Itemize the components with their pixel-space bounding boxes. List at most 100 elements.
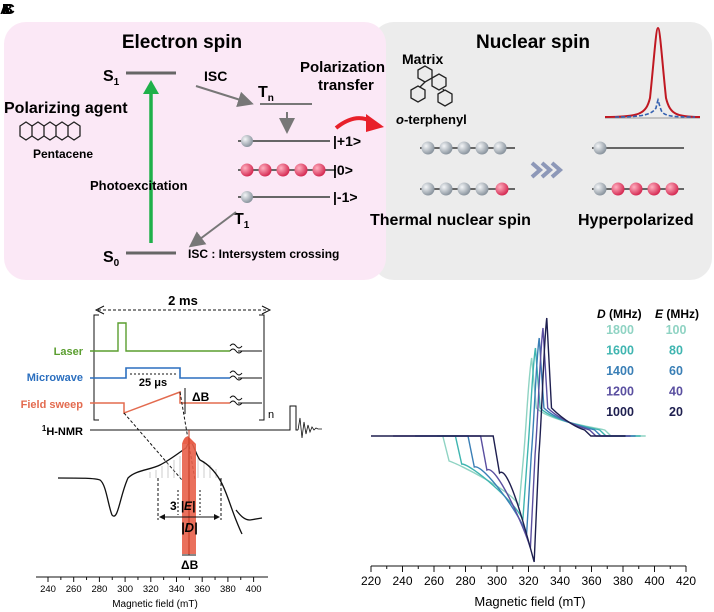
repeat-bracket-right (259, 314, 265, 421)
panel-b-tick-label: 260 (66, 584, 82, 595)
legend-header-d: D (MHz) (597, 307, 642, 321)
three-e-label: 3|E| (170, 499, 195, 513)
legend-d-value: 1600 (606, 344, 634, 358)
hyperpolarized-label: Hyperpolarized (578, 212, 694, 229)
electron-spin-title: Electron spin (122, 32, 242, 53)
polarization-label: Polarization (300, 59, 385, 76)
microwave-trace (90, 367, 230, 379)
period-label: 2 ms (168, 293, 198, 308)
epr-curve-1200 (393, 327, 631, 549)
pentacene-label: Pentacene (33, 147, 93, 161)
legend-d-value: 1000 (606, 405, 634, 419)
guide-line-left (123, 412, 183, 481)
photoexcitation-arrowhead (143, 80, 159, 94)
panel-b-tick-label: 300 (117, 584, 133, 595)
chevron-arrows-icon (530, 161, 564, 179)
panel-letter-a: A (0, 1, 11, 18)
d-label: |D| (181, 520, 198, 535)
isc-arrow-lower (188, 211, 237, 248)
panel-c-curves (371, 317, 646, 563)
field-sweep-trace (90, 390, 230, 415)
laser-trace (90, 322, 230, 352)
isc-definition: ISC : Intersystem crossing (188, 247, 339, 261)
s0-label: S0 (103, 249, 120, 269)
legend-e-value: 80 (669, 344, 683, 358)
panel-b-tick-label: 340 (169, 584, 185, 595)
photoexcitation-label: Photoexcitation (90, 178, 188, 193)
nuclear-spin-background (372, 22, 712, 280)
panel-c-tick-label: 220 (361, 574, 381, 588)
epr-spectrum (57, 439, 263, 535)
panel-c-tick-label: 420 (676, 574, 696, 588)
panel-b-tick-label: 380 (220, 584, 236, 595)
epr-curve-1800 (441, 357, 646, 507)
nmr-peak-inset (604, 26, 701, 119)
repeat-n-label: n (268, 409, 274, 421)
fid-signal (297, 417, 322, 439)
t1-label: T1 (234, 211, 250, 231)
nuclear-spin-title: Nuclear spin (476, 32, 590, 53)
thermal-label: Thermal nuclear spin (370, 212, 531, 229)
legend-e-value: 100 (666, 323, 687, 337)
panel-b-tick-label: 400 (246, 584, 262, 595)
hyperpolarized-row-1 (592, 141, 684, 155)
polarizing-agent-label: Polarizing agent (4, 100, 128, 117)
level-zero-label: |0> (333, 162, 353, 178)
hyperpolarized-row-2 (592, 182, 684, 196)
delta-b-bottom-label: ΔB (181, 558, 199, 572)
o-terphenyl-label: o-terphenyl (396, 112, 467, 127)
laser-label: Laser (54, 346, 84, 358)
delta-b-label: ΔB (192, 390, 210, 404)
panel-letter-c: C (4, 1, 15, 18)
microwave-label: Microwave (27, 372, 83, 384)
pulse-width-label: 25 μs (139, 377, 167, 389)
isc-label: ISC (204, 68, 227, 84)
sublevel-minus: |-1> (238, 189, 358, 205)
transfer-label: transfer (318, 77, 374, 94)
tn-label: Tn (258, 84, 274, 104)
matrix-label: Matrix (402, 51, 443, 67)
epr-curve-1000 (371, 317, 626, 563)
panel-b-tick-label: 360 (194, 584, 210, 595)
nmr-label: 1H-NMR (42, 424, 83, 438)
panel-c-ticks: 220 240 260 280 300 320 340 360 380 400 420 (361, 566, 696, 588)
repeat-bracket-left (93, 314, 99, 421)
sublevel-plus: |+1> (238, 133, 361, 149)
panel-c-tick-label: 400 (644, 574, 664, 588)
field-sweep-label: Field sweep (21, 399, 84, 411)
level-plus-label: |+1> (333, 133, 361, 149)
o-terphenyl-icon (410, 65, 453, 107)
legend-e-value: 60 (669, 364, 683, 378)
panel-b-ticks: 240 260 280 300 320 340 360 380 400 (40, 577, 262, 595)
panel-c-tick-label: 300 (487, 574, 507, 588)
sublevel-zero: |0> (238, 162, 353, 178)
thermal-spin-row-1 (420, 141, 515, 155)
pentacene-icon (19, 121, 81, 141)
panel-c-tick-label: 280 (455, 574, 475, 588)
panel-b-xlabel: Magnetic field (mT) (112, 599, 198, 610)
legend-e-value: 40 (669, 385, 683, 399)
nmr-trace (90, 405, 298, 431)
legend-e-value: 20 (669, 405, 683, 419)
panel-b-tick-label: 320 (143, 584, 159, 595)
panel-c-tick-label: 380 (613, 574, 633, 588)
panel-c-tick-label: 340 (550, 574, 570, 588)
panel-c-tick-label: 360 (581, 574, 601, 588)
panel-b-tick-label: 280 (91, 584, 107, 595)
level-minus-label: |-1> (333, 189, 358, 205)
legend-d-value: 1400 (606, 364, 634, 378)
panel-c-tick-label: 260 (424, 574, 444, 588)
s1-label: S1 (103, 68, 120, 88)
legend-header-e: E (MHz) (655, 307, 699, 321)
panel-c-xlabel: Magnetic field (mT) (474, 594, 585, 609)
panel-c-tick-label: 320 (518, 574, 538, 588)
panel-c-tick-label: 240 (392, 574, 412, 588)
isc-arrow-upper (195, 85, 254, 108)
axis-break-marks (229, 343, 243, 406)
polarization-transfer-arrowhead (366, 114, 384, 132)
electron-spin-background (4, 22, 386, 280)
panel-b-tick-label: 240 (40, 584, 56, 595)
legend-d-value: 1800 (606, 323, 634, 337)
